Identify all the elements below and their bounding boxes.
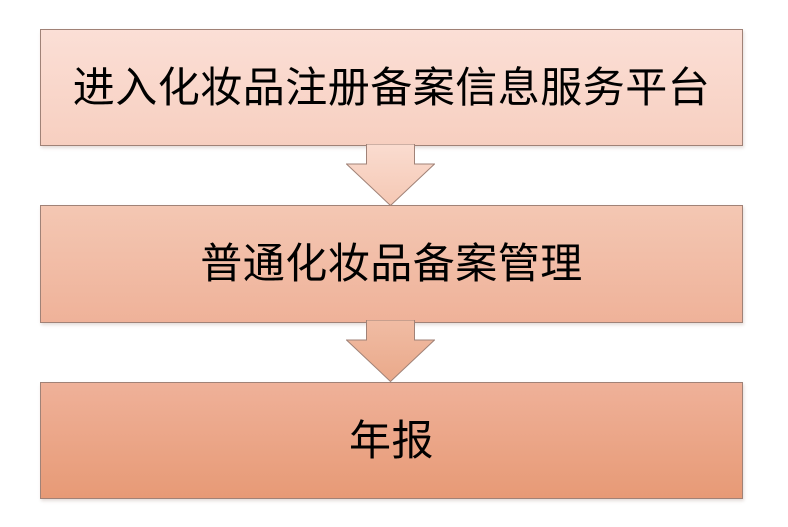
flow-step-label: 普通化妆品备案管理 <box>200 240 583 287</box>
down-arrow-shape <box>346 320 435 382</box>
flow-step-label: 年报 <box>348 416 434 464</box>
flow-step-filing-management: 普通化妆品备案管理 <box>40 205 743 323</box>
flow-step-enter-platform: 进入化妆品注册备案信息服务平台 <box>40 29 743 146</box>
down-arrow-icon <box>346 320 435 382</box>
flow-step-annual-report: 年报 <box>40 382 743 499</box>
flow-step-label: 进入化妆品注册备案信息服务平台 <box>72 63 711 111</box>
down-arrow-shape <box>346 144 435 206</box>
down-arrow-icon <box>346 144 435 206</box>
